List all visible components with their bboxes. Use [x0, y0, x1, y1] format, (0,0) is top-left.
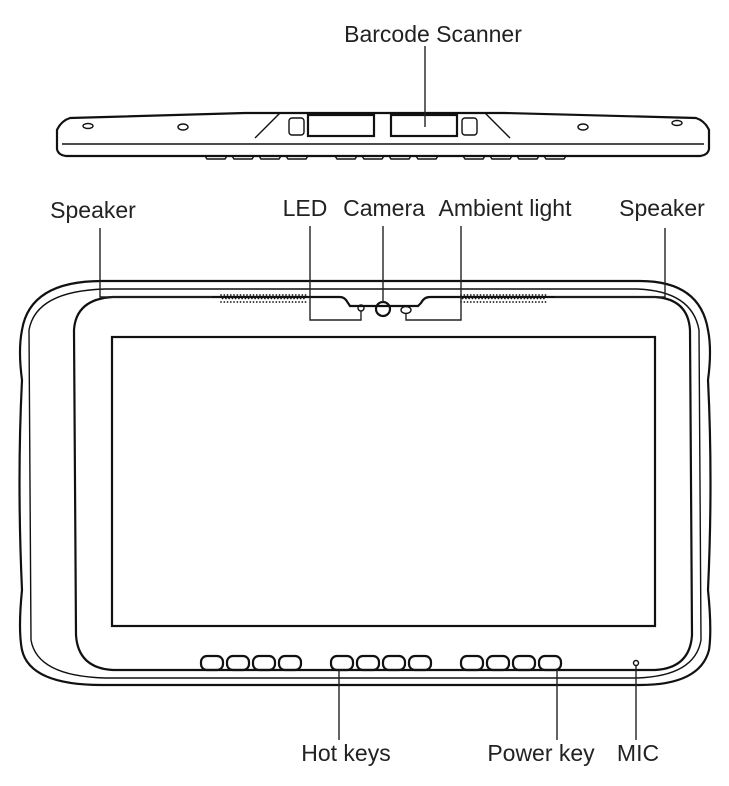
hot-key[interactable] — [459, 654, 485, 672]
speaker-grille-right — [460, 294, 547, 303]
hot-key[interactable] — [199, 654, 225, 672]
camera-lens — [374, 300, 392, 318]
speaker-right-label: Speaker — [619, 195, 705, 221]
tablet-front-view: Speaker LED Camera Ambient light Speaker… — [18, 195, 712, 766]
hot-key[interactable] — [511, 654, 537, 672]
tablet-top-view: Barcode Scanner — [55, 21, 711, 160]
hot-key[interactable] — [277, 654, 303, 672]
hot-key[interactable] — [407, 654, 433, 672]
scanner-window-right — [389, 113, 459, 138]
led-callout-line — [309, 226, 362, 321]
scanner-sensor-left — [288, 117, 305, 136]
hot-key[interactable] — [355, 654, 381, 672]
ambient-light-sensor — [400, 305, 412, 315]
scanner-sensor-right — [461, 117, 478, 136]
hot-keys-row — [199, 654, 563, 672]
barcode-scanner-label: Barcode Scanner — [344, 21, 522, 47]
power-key-label: Power key — [487, 740, 595, 766]
camera-label: Camera — [343, 195, 425, 221]
scanner-window-left — [306, 113, 376, 138]
speaker-right-callout-line — [555, 228, 666, 298]
speaker-left-callout-line — [99, 228, 212, 298]
hot-key[interactable] — [485, 654, 511, 672]
display-screen — [110, 335, 657, 628]
hot-key[interactable] — [251, 654, 277, 672]
ambient-light-callout-line — [405, 226, 462, 321]
hot-keys-label: Hot keys — [301, 740, 390, 766]
ambient-light-label: Ambient light — [439, 195, 573, 221]
speaker-left-label: Speaker — [50, 197, 136, 223]
hot-key[interactable] — [329, 654, 355, 672]
led-label: LED — [283, 195, 328, 221]
mic-hole — [632, 659, 640, 667]
hot-key[interactable] — [381, 654, 407, 672]
power-key[interactable] — [537, 654, 563, 672]
hot-key[interactable] — [225, 654, 251, 672]
speaker-grille-left — [220, 294, 307, 303]
mic-label: MIC — [617, 740, 659, 766]
